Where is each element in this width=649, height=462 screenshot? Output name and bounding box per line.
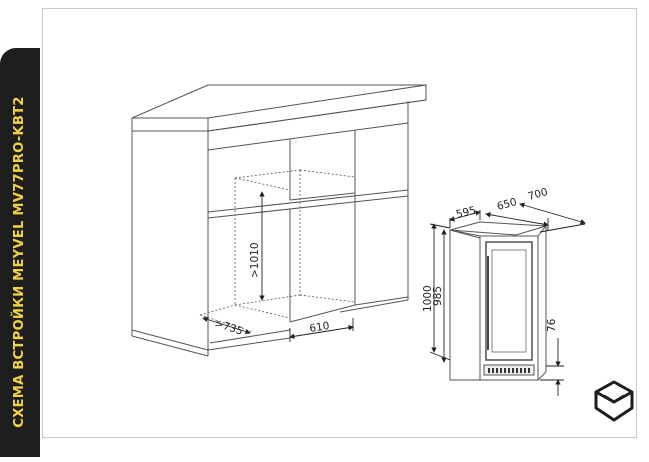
appliance-height-total-label: 1000	[422, 285, 434, 312]
drawing-frame	[42, 8, 637, 438]
appliance-width-label: 595	[455, 204, 477, 220]
cabinet-dimensions	[202, 191, 354, 342]
appliance-plinth-label: 76	[546, 318, 558, 332]
appliance-dimensions	[429, 202, 586, 396]
cabinet-width-label: 610	[309, 320, 331, 335]
cabinet-dimension-labels: >1010 >735 610	[213, 242, 330, 337]
appliance-depth-1-label: 650	[496, 196, 518, 213]
side-bar: СХЕМА ВСТРОЙКИ MEYVEL MV77PRO-KBT2	[0, 0, 40, 457]
cabinet-depth-label: >735	[213, 317, 244, 337]
side-bar-strip	[0, 48, 40, 457]
appliance-dimension-labels: 595 650 700 1000 985 76	[422, 186, 558, 332]
niche-hidden-lines	[199, 169, 356, 333]
appliance-height-body-label: 985	[432, 286, 444, 306]
brand-logo-icon	[594, 380, 634, 422]
wine-cooler	[449, 221, 547, 381]
appliance-depth-2-label: 700	[527, 186, 549, 203]
cabinet-height-label: >1010	[249, 242, 261, 278]
wine-cooler-vents	[488, 368, 530, 373]
kitchen-cabinet	[131, 84, 427, 357]
